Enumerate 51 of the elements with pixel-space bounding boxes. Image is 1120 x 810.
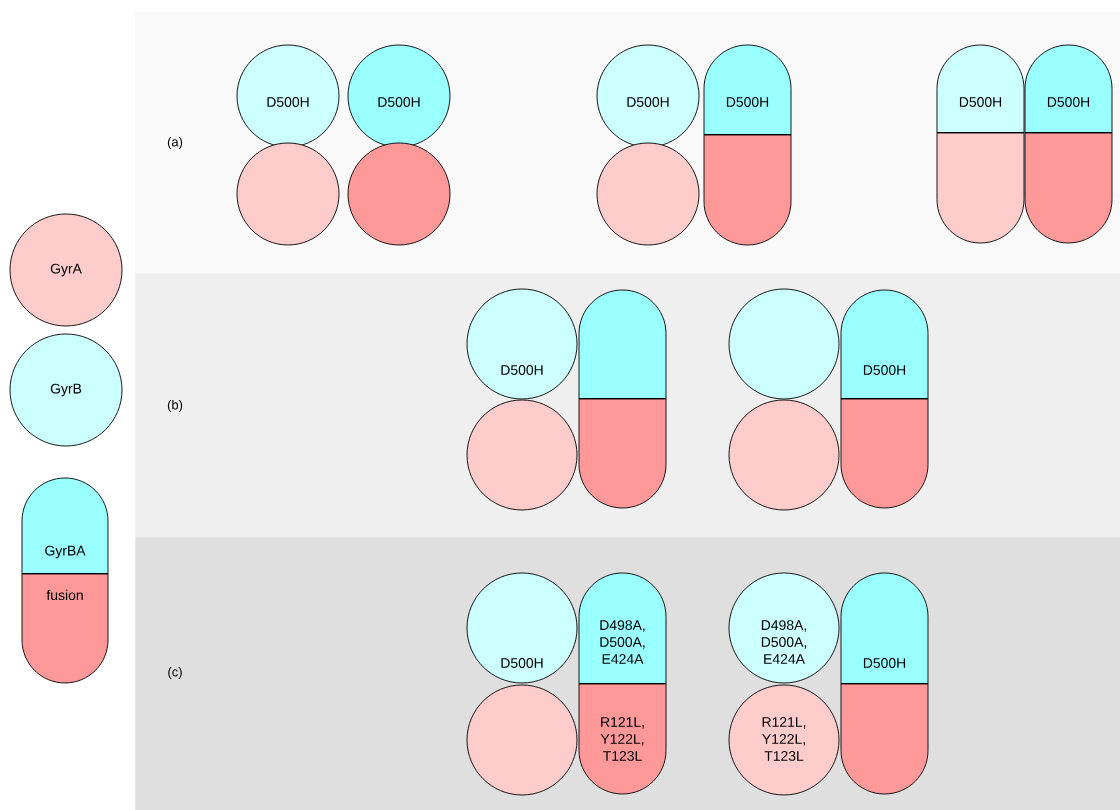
protein-circle	[347, 142, 451, 246]
protein-label: D500H	[726, 97, 769, 107]
protein-label: D500H	[959, 97, 1002, 107]
protein-circle	[236, 44, 340, 148]
protein-label: R121L, Y122L, T123L	[600, 717, 644, 761]
protein-circle	[236, 142, 340, 246]
protein-circle	[466, 399, 578, 511]
protein-circle	[728, 288, 840, 400]
half-capsule	[936, 132, 1025, 244]
protein-label: D500H	[501, 658, 543, 668]
protein-label: R121L, Y122L, T123L	[762, 717, 806, 761]
protein-label: D500H	[627, 97, 669, 107]
protein-circle	[728, 684, 840, 796]
half-capsule	[578, 398, 667, 509]
protein-circle	[9, 213, 123, 327]
protein-circle	[596, 44, 700, 148]
protein-label: D500H	[501, 365, 543, 375]
half-capsule	[578, 683, 667, 795]
half-capsule	[578, 572, 667, 685]
protein-label: D500H	[267, 97, 309, 107]
protein-label: D498A, D500A, E424A	[761, 620, 806, 664]
protein-circle	[728, 572, 840, 684]
protein-label: GyrBA	[45, 545, 86, 559]
protein-label: GyrA	[50, 263, 82, 277]
protein-circle	[466, 572, 578, 684]
protein-circle	[466, 684, 578, 796]
protein-circle	[347, 44, 451, 148]
protein-label: D500H	[863, 658, 906, 668]
half-capsule	[840, 683, 929, 795]
protein-label: D500H	[863, 365, 906, 375]
protein-label: D500H	[378, 97, 420, 107]
half-capsule	[840, 572, 929, 685]
protein-label: D500H	[1047, 97, 1090, 107]
half-capsule	[1024, 132, 1113, 244]
panel-label: (a)	[167, 136, 183, 150]
protein-label: GyrB	[50, 383, 82, 397]
half-capsule	[1024, 44, 1113, 134]
half-capsule	[703, 134, 792, 246]
protein-label: fusion	[46, 589, 83, 601]
half-capsule	[578, 289, 667, 400]
half-capsule	[21, 573, 109, 684]
protein-circle	[9, 333, 123, 447]
protein-circle	[466, 288, 578, 400]
protein-circle	[728, 399, 840, 511]
half-capsule	[840, 289, 929, 400]
half-capsule	[21, 477, 109, 575]
panel-label: (c)	[168, 666, 182, 679]
protein-circle	[596, 142, 700, 246]
protein-label: D498A, D500A, E424A	[600, 620, 645, 664]
panel-label: (b)	[167, 399, 183, 413]
half-capsule	[840, 398, 929, 509]
